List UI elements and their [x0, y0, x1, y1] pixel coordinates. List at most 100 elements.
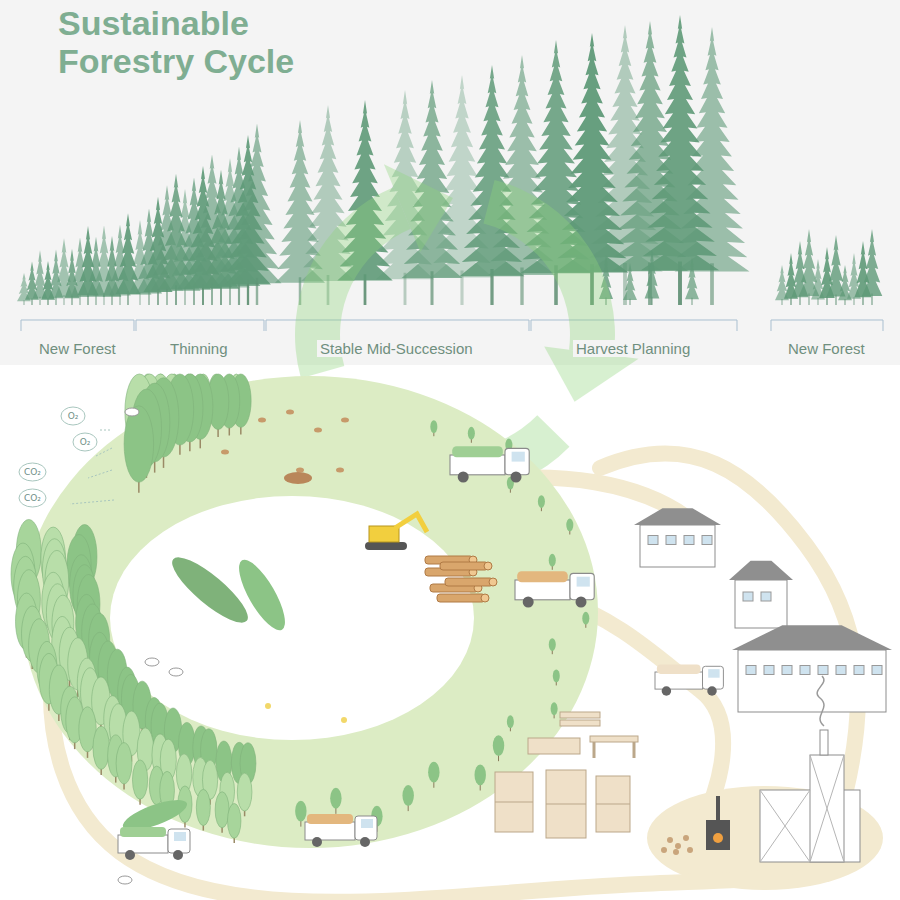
conifer-tree — [675, 27, 750, 272]
tree-stump — [286, 410, 294, 415]
log — [437, 594, 485, 602]
house-wall — [738, 650, 886, 712]
house-window — [684, 536, 694, 545]
wood-chip — [661, 847, 667, 853]
truck — [305, 814, 377, 847]
top-band — [0, 0, 900, 365]
truck-wheel — [511, 472, 522, 483]
tree-stump — [341, 418, 349, 423]
bird — [118, 876, 132, 884]
gas-bubble: O₂ — [60, 406, 86, 426]
plant-truss — [760, 755, 844, 862]
house-window — [648, 536, 658, 545]
cabinet — [495, 772, 533, 832]
truck-cab — [505, 448, 529, 474]
tree-stump — [296, 468, 304, 473]
house-window — [836, 666, 846, 675]
sapling-crown — [428, 762, 439, 783]
truck-cab — [168, 829, 190, 853]
house-roof — [732, 625, 892, 650]
house-window — [666, 536, 676, 545]
truck-wheel — [360, 837, 370, 847]
house-window — [854, 666, 864, 675]
sapling-crown — [430, 420, 437, 433]
gas-label: CO₂ — [18, 488, 47, 503]
sapling-crown — [468, 427, 475, 440]
wood-chip — [667, 837, 673, 843]
house-roof — [634, 508, 721, 525]
sapling-crown — [566, 519, 573, 532]
house-window — [702, 536, 712, 545]
sapling-crown — [538, 495, 545, 508]
sapling-crown — [507, 715, 514, 728]
stage-label: Thinning — [167, 340, 231, 357]
truck-wheel — [458, 472, 469, 483]
stage-bracket — [136, 320, 264, 331]
house-frame — [729, 561, 793, 628]
sapling-crown — [549, 554, 556, 567]
felled-tree — [231, 554, 294, 636]
truck-cargo — [517, 571, 568, 582]
truck — [450, 446, 529, 482]
sapling-crown — [582, 612, 589, 625]
recycle-arrow-head — [384, 164, 453, 252]
gas-label: O₂ — [72, 432, 98, 447]
tree-crown — [196, 789, 210, 825]
tree-stump — [258, 418, 266, 423]
conifer-tree — [645, 250, 660, 298]
stove-pipe — [716, 796, 720, 822]
house-window — [782, 666, 792, 675]
house-window — [743, 592, 753, 601]
truck-wheel — [662, 686, 672, 696]
stage-label: New Forest — [785, 340, 868, 357]
lumber — [560, 712, 600, 718]
conifer-tree — [862, 229, 883, 296]
tree-crown — [124, 406, 154, 482]
brush-pile — [284, 472, 312, 484]
table-top — [590, 736, 638, 742]
wood-stove — [706, 796, 730, 850]
bubble-shape — [61, 407, 85, 425]
truck-bed — [515, 580, 570, 600]
truck-cab — [355, 816, 377, 840]
log-end — [484, 562, 492, 570]
gas-label: O₂ — [60, 406, 86, 421]
truck-wheel — [576, 597, 587, 608]
excavator-track — [365, 542, 407, 550]
ring-clearing — [110, 496, 474, 740]
tree-crown — [116, 743, 132, 784]
forest-ring — [22, 376, 598, 848]
excavator — [365, 514, 427, 550]
truck-cargo — [452, 446, 503, 457]
truck-wheel — [707, 686, 717, 696]
conifer-tree — [233, 124, 282, 284]
stage-label: Harvest Planning — [573, 340, 693, 357]
bird — [145, 658, 159, 666]
gas-label: CO₂ — [18, 462, 47, 477]
conifer-tree — [685, 257, 699, 299]
truck — [118, 827, 190, 860]
house-window — [746, 666, 756, 675]
truck-cargo — [657, 664, 701, 674]
house — [634, 508, 721, 567]
sapling-crown — [551, 702, 558, 715]
truck-window — [708, 669, 719, 678]
stove-fire — [713, 833, 723, 843]
cabinet — [596, 776, 630, 832]
large-house — [732, 625, 892, 712]
mature-forest — [11, 374, 256, 843]
sapling-crown — [330, 788, 341, 809]
cabinet — [546, 770, 586, 838]
plant-chimney — [820, 730, 828, 755]
truck-wheel — [523, 597, 534, 608]
tree-stump — [221, 450, 229, 455]
house-window — [764, 666, 774, 675]
butterfly — [265, 703, 271, 709]
shelf — [528, 738, 580, 754]
truck-window — [174, 832, 186, 841]
log-end — [481, 594, 489, 602]
truck — [515, 571, 594, 607]
road — [600, 453, 858, 790]
conifer-tree — [623, 263, 637, 300]
